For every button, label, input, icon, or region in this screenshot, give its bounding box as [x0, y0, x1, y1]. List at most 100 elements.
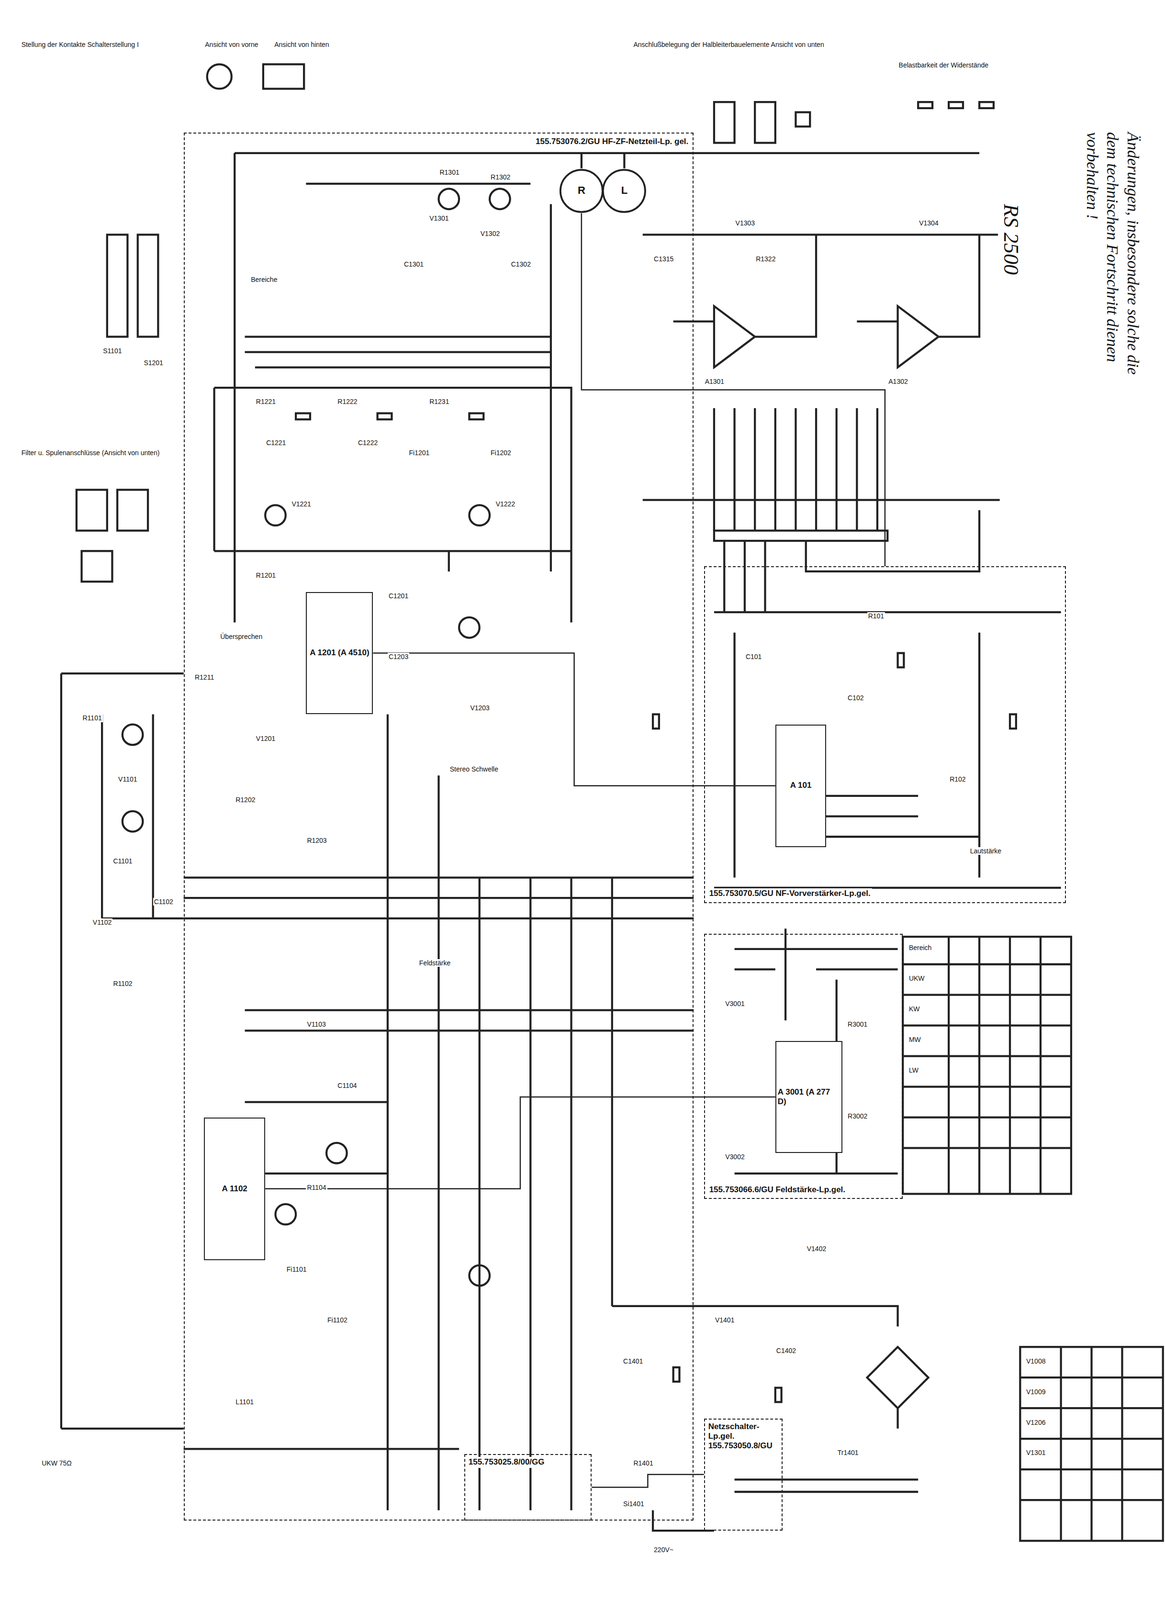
node-label: L	[619, 183, 629, 198]
wire-symbol	[673, 1367, 680, 1382]
part-label: C1102	[153, 897, 175, 906]
part-label: V1203	[469, 704, 491, 712]
part-label: MW	[907, 1035, 922, 1044]
part-label: Bereiche	[249, 275, 279, 284]
drawing-title: RS 2500	[997, 201, 1025, 278]
wire-symbol	[137, 234, 159, 337]
ic-box: A 3001 (A 277 D)	[775, 1041, 843, 1154]
wire-symbol	[902, 964, 1163, 1501]
part-label: Belastbarkeit der Widerstände	[897, 61, 990, 69]
part-label: Bereich	[907, 943, 933, 952]
wire-symbol	[275, 1204, 296, 1225]
part-label: Filter u. Spulenanschlüsse (Ansicht von …	[20, 448, 161, 457]
part-label: R101	[867, 612, 885, 620]
wire-symbol	[117, 489, 148, 531]
wire-symbol	[918, 101, 933, 109]
wire-symbol	[775, 1388, 782, 1403]
wire-symbol	[948, 936, 1122, 1541]
part-label: R1322	[754, 255, 777, 263]
part-label: V1302	[479, 229, 501, 238]
part-label: V1301	[428, 214, 450, 223]
part-label: R1302	[489, 173, 512, 181]
part-label: V1221	[290, 500, 312, 508]
meter-circle: L	[601, 168, 647, 214]
text-group: 155.753070.5/GU NF-Vorverstärker-Lp.gel.	[707, 888, 873, 899]
wire-symbol	[724, 510, 980, 1021]
part-label: Anschlußbelegung der Halbleiterbauelemen…	[632, 40, 826, 49]
part-label: R1221	[255, 397, 277, 406]
wire-symbol	[897, 652, 905, 668]
text-group: A 3001 (A 277 D)	[776, 1086, 842, 1108]
part-label: KW	[907, 1005, 921, 1013]
part-label: L1101	[234, 1398, 255, 1406]
text-group: 155.753066.6/GU Feldstärke-Lp.gel.	[707, 1184, 847, 1196]
part-label: V1101	[117, 775, 138, 784]
part-label: Ansicht von hinten	[273, 40, 330, 49]
part-label: V3001	[724, 999, 746, 1008]
part-label: R1203	[305, 836, 328, 845]
text-group: Netzschalter-Lp.gel. 155.753050.8/GU	[706, 1421, 778, 1452]
node-label: 155.753076.2/GU HF-ZF-Netzteil-Lp. gel.	[534, 136, 690, 147]
part-label: 220V~	[652, 1545, 675, 1554]
meter-circle: R	[559, 168, 605, 214]
wire-symbol	[207, 64, 232, 89]
wire-symbol	[714, 101, 735, 143]
meter-ring	[603, 169, 646, 213]
wire-connector	[591, 1474, 704, 1488]
wire-symbol	[61, 64, 1164, 1541]
wire-symbol	[1009, 714, 1017, 729]
wire-symbol	[61, 673, 184, 1429]
part-label: C1222	[357, 438, 379, 447]
wire-connector	[372, 652, 775, 786]
wire-symbol	[377, 413, 393, 420]
part-label: R1231	[428, 397, 450, 406]
text-group: A 1102	[220, 1183, 249, 1195]
wire-symbol	[652, 714, 660, 729]
node-label: 155.753066.6/GU Feldstärke-Lp.gel.	[707, 1184, 847, 1196]
meter-ring	[560, 169, 603, 213]
node-label: 155.753025.8/00/GG	[467, 1456, 547, 1468]
wire-symbol	[902, 936, 1072, 1194]
wire-symbol	[214, 153, 980, 623]
wire-symbol	[326, 1142, 348, 1164]
node-label: R	[576, 183, 587, 198]
wire-symbol	[438, 188, 460, 210]
part-label: Lautstärke	[969, 847, 1003, 855]
part-label: C1301	[403, 260, 425, 269]
node-label: A 101	[788, 780, 814, 791]
part-label: C101	[744, 652, 763, 661]
wire-symbol	[795, 112, 810, 127]
part-label: V1103	[305, 1020, 327, 1029]
wire-symbol	[734, 949, 898, 1174]
part-label: C1402	[775, 1346, 797, 1355]
text-group: L	[619, 183, 629, 198]
text-group: R	[576, 183, 587, 198]
wire-symbol	[387, 714, 613, 1511]
part-label: C1201	[387, 592, 410, 600]
wire-symbol	[122, 724, 144, 746]
part-label: Feldstärke	[418, 959, 452, 967]
part-label: A1301	[704, 377, 726, 386]
part-label: C1302	[510, 260, 532, 269]
wire-symbol	[714, 612, 1062, 888]
wire-symbol	[76, 489, 108, 531]
part-label: Übersprechen	[219, 632, 264, 641]
wire-symbol	[107, 234, 128, 337]
wire-symbol	[714, 530, 888, 541]
text-group: A 101	[788, 780, 814, 791]
part-label: V3002	[724, 1153, 746, 1161]
part-label: V1009	[1025, 1388, 1047, 1396]
node-label: A 3001 (A 277 D)	[776, 1086, 842, 1108]
ic-box: A 1201 (A 4510)	[305, 592, 373, 715]
wire-symbol	[612, 1306, 929, 1531]
part-label: Stellung der Kontakte Schalterstellung I	[20, 40, 140, 49]
ic-box: A 101	[775, 724, 827, 848]
drawing-note: Änderungen, insbesondere solche die dem …	[1081, 129, 1145, 404]
part-label: C1401	[622, 1357, 644, 1366]
part-label: Si1401	[622, 1500, 646, 1508]
part-label: V1303	[734, 219, 756, 227]
part-label: S1101	[101, 347, 123, 355]
